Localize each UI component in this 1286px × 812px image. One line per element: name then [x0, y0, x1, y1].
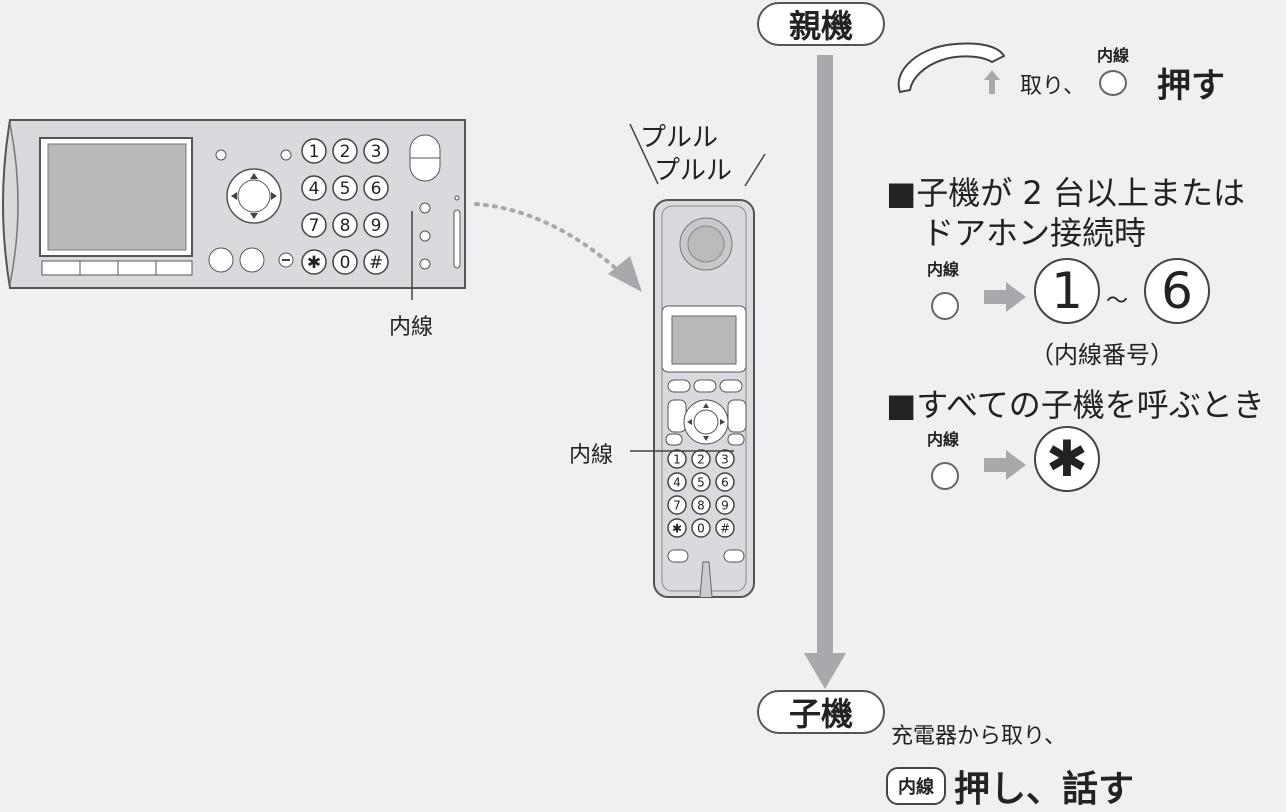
ring-text-2: プルル [654, 156, 733, 186]
handset-key-label-6: 7 [673, 498, 681, 512]
handset-key-8[interactable] [715, 495, 735, 515]
base-unit-illustration [2, 119, 466, 300]
handset-key-4[interactable] [691, 472, 711, 492]
key-1[interactable]: 1 [1034, 258, 1100, 324]
base-key-5[interactable] [363, 175, 389, 201]
handset-key-label-7: 8 [697, 498, 705, 512]
base-key-label-10: 0 [340, 253, 351, 273]
charger-text: 充電器から取り、 [891, 724, 1067, 749]
multi-arrow-icon [984, 282, 1026, 312]
base-key-8[interactable] [363, 212, 389, 238]
handset-label-leader [630, 450, 734, 452]
base-key-label-5: 6 [371, 179, 382, 199]
pickup-text: 取り、 [1020, 74, 1086, 99]
handset-key-9[interactable] [667, 518, 687, 538]
base-key-label-6: 7 [309, 216, 320, 236]
base-key-2[interactable] [363, 138, 389, 164]
base-key-label-1: 2 [340, 142, 351, 162]
all-title: ■すべての子機を呼ぶとき [886, 386, 1265, 424]
all-intercom-label: 内線 [926, 430, 959, 449]
handset-key-2[interactable] [715, 449, 735, 469]
handset-key-label-3: 4 [673, 475, 681, 489]
handset-key-label-11: # [720, 521, 730, 535]
handset-key-label-4: 5 [697, 475, 705, 489]
handset-key-label-10: 0 [697, 521, 705, 535]
handset-key-0[interactable] [667, 449, 687, 469]
base-key-6[interactable] [301, 212, 327, 238]
multi-intercom-button[interactable] [931, 292, 959, 320]
handset-key-6[interactable] [667, 495, 687, 515]
base-key-label-2: 3 [371, 142, 382, 162]
handset-key-label-2: 3 [721, 452, 729, 466]
base-key-3[interactable] [301, 175, 327, 201]
handset-key-label-1: 2 [697, 452, 705, 466]
base-key-11[interactable] [363, 249, 389, 275]
base-key-label-11: # [369, 253, 383, 273]
handset-key-label-5: 6 [721, 475, 729, 489]
flow-arrow [804, 55, 846, 689]
handset-keypad: 1 2 3 4 5 6 7 8 9 ✱ 0 # [667, 449, 735, 538]
ring-lines [629, 123, 766, 187]
handset-key-1[interactable] [691, 449, 711, 469]
multi-intercom-label: 内線 [926, 260, 959, 279]
base-key-label-9: ✱ [307, 253, 321, 273]
base-key-10[interactable] [332, 249, 358, 275]
all-intercom-button[interactable] [931, 462, 959, 490]
base-key-7[interactable] [332, 212, 358, 238]
handset-key-7[interactable] [691, 495, 711, 515]
base-key-label-8: 9 [371, 216, 382, 236]
handset-node: 子機 [757, 690, 885, 734]
base-key-label-7: 8 [340, 216, 351, 236]
base-key-0[interactable] [301, 138, 327, 164]
parent-unit-node: 親機 [757, 2, 885, 46]
intercom-key-handset[interactable]: 内線 [886, 767, 946, 805]
multi-title-line1: ■子機が 2 台以上または [886, 174, 1245, 212]
base-key-4[interactable] [332, 175, 358, 201]
press-text: 押す [1157, 66, 1225, 106]
base-key-label-4: 5 [340, 179, 351, 199]
handset-key-5[interactable] [715, 472, 735, 492]
key-star[interactable]: ✱ [1034, 426, 1100, 492]
base-key-label-0: 1 [309, 142, 320, 162]
base-key-9[interactable] [301, 249, 327, 275]
handset-key-10[interactable] [691, 518, 711, 538]
handset-key-label-8: 9 [721, 498, 729, 512]
press-talk-text: 押し、話す [954, 769, 1135, 810]
handset-intercom-label: 内線 [569, 443, 614, 468]
intercom-button[interactable] [1099, 70, 1127, 96]
ring-signal-arrow [474, 202, 642, 292]
intercom-key-handset-label: 内線 [898, 777, 934, 798]
handset-receiver-icon [897, 42, 1006, 94]
handset-key-11[interactable] [715, 518, 735, 538]
all-arrow-icon [984, 450, 1026, 480]
key-6[interactable]: 6 [1144, 258, 1210, 324]
range-tilde: ～ [1106, 289, 1129, 314]
handset-key-3[interactable] [667, 472, 687, 492]
intercom-button-label: 内線 [1096, 46, 1129, 65]
base-key-label-3: 4 [309, 179, 320, 199]
ring-text-1: プルル [640, 123, 719, 153]
handset-key-label-0: 1 [673, 452, 681, 466]
base-intercom-label: 内線 [389, 315, 434, 340]
handset-key-label-9: ✱ [672, 521, 682, 535]
multi-title-line2: ドアホン接続時 [922, 214, 1147, 252]
extension-number-note: （内線番号） [1030, 341, 1174, 369]
base-key-1[interactable] [332, 138, 358, 164]
